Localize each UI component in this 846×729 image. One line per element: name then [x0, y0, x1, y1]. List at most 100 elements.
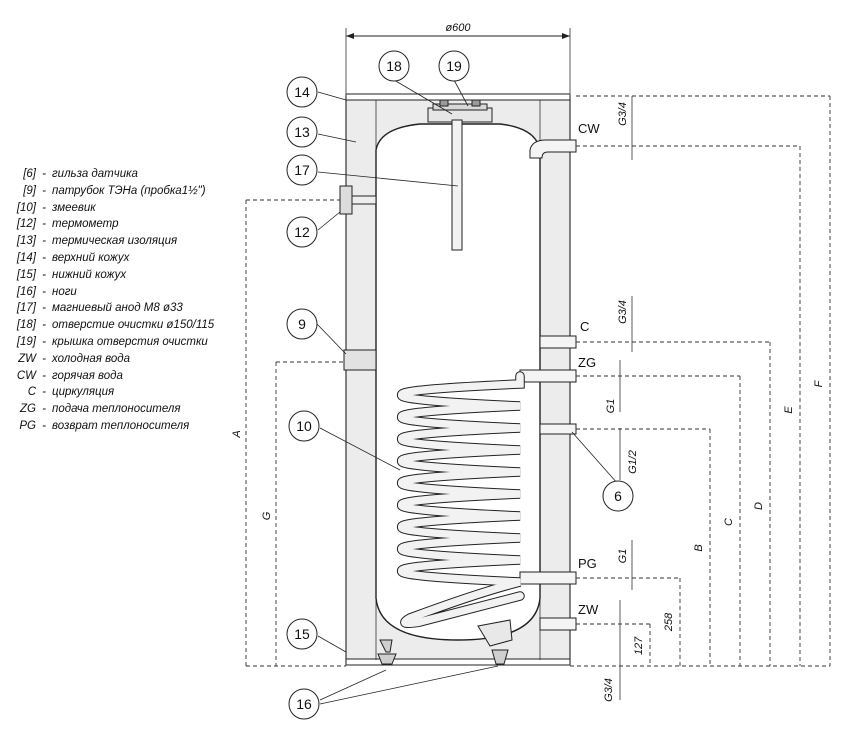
- callout-13: 13: [286, 116, 318, 148]
- thread-markers: [619, 96, 633, 700]
- legend-separator: -: [42, 335, 46, 348]
- dim-lines-left: [245, 199, 346, 667]
- legend-text: верхний кожух: [52, 251, 130, 264]
- dim-b: B: [693, 544, 705, 551]
- dim-d: D: [753, 502, 765, 510]
- leg-right: [477, 619, 513, 647]
- thermometer: [339, 185, 353, 215]
- legend-item: [10]-змеевик: [6, 200, 238, 217]
- port-zw: ZW: [578, 602, 599, 617]
- legend-item: [17]-магниевый анод M8 ø33: [6, 300, 238, 317]
- legend-separator: -: [42, 168, 46, 180]
- legend-code: [10]: [16, 201, 36, 214]
- legend-code: [9]: [23, 184, 36, 197]
- legend-code: [6]: [23, 168, 36, 180]
- dim-g: G: [261, 511, 273, 520]
- legend-separator: -: [42, 352, 46, 365]
- legend-item: [16]-ноги: [6, 284, 238, 301]
- dim-a: A: [231, 430, 243, 438]
- legend-separator: -: [42, 302, 46, 315]
- pipe-zw: [539, 617, 577, 631]
- svg-text:16: 16: [296, 696, 312, 712]
- legend-item: [19]-крышка отверстия очистки: [6, 334, 238, 351]
- legend-text: нижний кожух: [52, 268, 127, 281]
- heating-coil: [397, 371, 525, 629]
- svg-text:17: 17: [294, 162, 310, 178]
- svg-text:13: 13: [294, 124, 310, 140]
- svg-text:18: 18: [386, 58, 402, 74]
- pipe-zg: [519, 369, 577, 383]
- callout-16: 16: [288, 688, 320, 720]
- thread-pg: G1: [617, 549, 629, 564]
- thread-sensor: G1/2: [627, 450, 639, 474]
- legend-separator: -: [42, 285, 46, 298]
- legend-item: [12]-термометр: [6, 216, 238, 233]
- legend-item: ZW-холодная вода: [6, 351, 238, 368]
- legend-item: [15]-нижний кожух: [6, 267, 238, 284]
- legend-separator: -: [42, 319, 46, 332]
- callout-19: 19: [438, 50, 470, 82]
- thread-zw: G3/4: [603, 678, 615, 702]
- legend-text: крышка отверстия очистки: [52, 335, 208, 348]
- legend: [6]-гильза датчика[9]-патрубок ТЭНа (про…: [6, 166, 238, 435]
- pipe-sensor: [539, 423, 577, 435]
- legend-separator: -: [42, 184, 46, 197]
- svg-text:14: 14: [294, 84, 310, 100]
- dim-c: C: [723, 518, 735, 526]
- magnesium-anode: [451, 119, 463, 251]
- legend-item: [18]-отверстие очистки ø150/115: [6, 317, 238, 334]
- legend-separator: -: [42, 268, 46, 281]
- legend-item: ZG-подача теплоносителя: [6, 401, 238, 418]
- legend-code: [12]: [16, 218, 36, 231]
- legend-text: змеевик: [52, 201, 96, 214]
- legend-item: C-циркуляция: [6, 384, 238, 401]
- port-cw: CW: [578, 121, 600, 136]
- bottom-cover: [345, 658, 571, 666]
- legend-text: гильза датчика: [52, 168, 138, 180]
- port-zg: ZG: [578, 355, 596, 370]
- svg-text:15: 15: [294, 626, 310, 642]
- legend-code: [19]: [16, 335, 36, 348]
- legend-code: PG: [19, 419, 36, 432]
- pipe-cw: [529, 139, 577, 159]
- flange-cover: [432, 103, 488, 111]
- legend-code: [17]: [16, 302, 36, 315]
- svg-text:6: 6: [614, 488, 622, 504]
- top-cover: [345, 93, 571, 101]
- callout-17: 17: [286, 154, 318, 186]
- leader-lines: [316, 79, 619, 705]
- svg-text:10: 10: [296, 418, 312, 434]
- legend-text: холодная вода: [52, 352, 130, 365]
- legend-separator: -: [42, 218, 46, 231]
- thread-cw: G3/4: [617, 102, 629, 126]
- legend-separator: -: [42, 386, 46, 399]
- dim-127: 127: [633, 636, 645, 655]
- legend-code: ZW: [18, 352, 36, 365]
- legend-text: отверстие очистки ø150/115: [52, 319, 215, 332]
- legend-item: [6]-гильза датчика: [6, 166, 238, 183]
- legend-item: [13]-термическая изоляция: [6, 233, 238, 250]
- diameter-label: ø600: [445, 22, 471, 34]
- legend-code: [14]: [16, 251, 36, 264]
- thread-c: G3/4: [617, 300, 629, 324]
- pipe-pg: [519, 571, 577, 585]
- legend-separator: -: [42, 419, 46, 432]
- callout-18: 18: [378, 50, 410, 82]
- legend-separator: -: [42, 403, 46, 416]
- legend-separator: -: [42, 235, 46, 248]
- leg-left: [379, 639, 393, 653]
- legend-item: [14]-верхний кожух: [6, 250, 238, 267]
- callout-12: 12: [286, 216, 318, 248]
- legend-text: термометр: [52, 218, 119, 231]
- legend-text: циркуляция: [52, 386, 115, 399]
- thread-zg: G1: [605, 399, 617, 414]
- legend-item: CW-горячая вода: [6, 368, 238, 385]
- legend-separator: -: [42, 369, 46, 382]
- legend-text: горячая вода: [52, 369, 123, 382]
- legend-code: [16]: [16, 285, 36, 298]
- legend-code: CW: [16, 369, 36, 382]
- dim-f: F: [813, 379, 825, 387]
- svg-text:9: 9: [298, 316, 306, 332]
- pipe-c: [539, 335, 577, 349]
- legend-code: ZG: [20, 403, 36, 416]
